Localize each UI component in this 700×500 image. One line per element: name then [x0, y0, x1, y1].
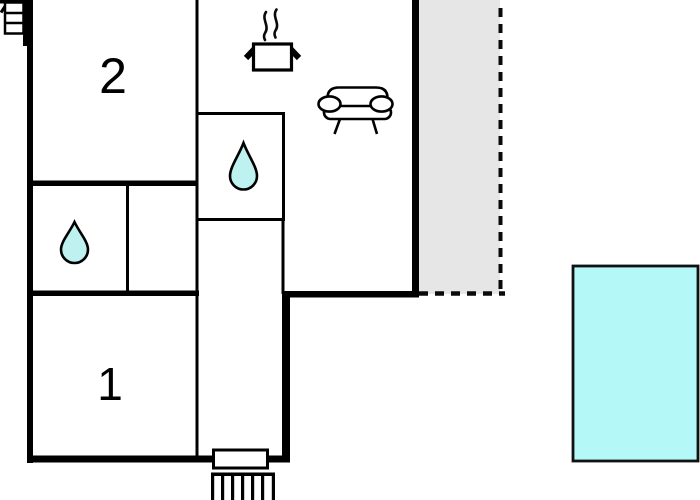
pool-area: [571, 264, 700, 463]
entrance-stairs-step: [241, 472, 245, 500]
wall-segment-living-bottom: [283, 291, 418, 298]
wall-segment-lower-horizontal: [27, 290, 199, 296]
wall-segment-upper-horizontal: [27, 180, 199, 186]
sofa-armrest-left: [317, 95, 342, 113]
entrance-stairs-step: [261, 472, 265, 500]
wall-segment-center-vertical: [195, 0, 199, 456]
room-label-bedroom-2: 2: [99, 48, 127, 104]
water-drop-icon-left-bathroom: [59, 218, 90, 265]
steam-icon: [273, 8, 279, 39]
sofa-armrest-right: [369, 95, 394, 113]
wall-segment-corridor-living-divider: [281, 220, 285, 294]
entrance-stairs-step: [211, 472, 215, 500]
entrance-stairs-step: [231, 472, 235, 500]
steam-icon: [262, 10, 268, 42]
wall-segment-left-outer: [27, 0, 33, 463]
stove-pot-icon: [243, 8, 302, 72]
entrance-stairs-step: [271, 472, 275, 500]
terrace-fill: [419, 0, 500, 294]
terrace-area: [419, 0, 505, 296]
water-drop-icon-center-bathroom: [228, 139, 259, 191]
sofa-icon: [317, 86, 394, 135]
walls: [27, 0, 419, 463]
wall-segment-bath-divider: [126, 183, 129, 293]
entrance-door: [212, 448, 269, 470]
wall-segment-corridor-right-thick: [282, 293, 290, 462]
sofa-leg-left: [333, 118, 342, 135]
entrance-stairs-step: [251, 472, 255, 500]
wall-segment-right-outer: [412, 0, 419, 298]
entrance-stairs-step: [221, 472, 225, 500]
wall-segment-bottom-stub: [268, 455, 290, 463]
exterior-stairs-icon: [0, 0, 31, 46]
exterior-stairs-side-bar: [23, 0, 31, 46]
exterior-stairs-frame: [3, 1, 25, 35]
entrance-stairs-icon: [211, 472, 275, 500]
room-label-bedroom-1: 1: [97, 358, 123, 410]
pot-body: [251, 42, 294, 72]
sofa-leg-right: [371, 118, 379, 135]
wall-segment-bottom-outer: [27, 455, 213, 463]
